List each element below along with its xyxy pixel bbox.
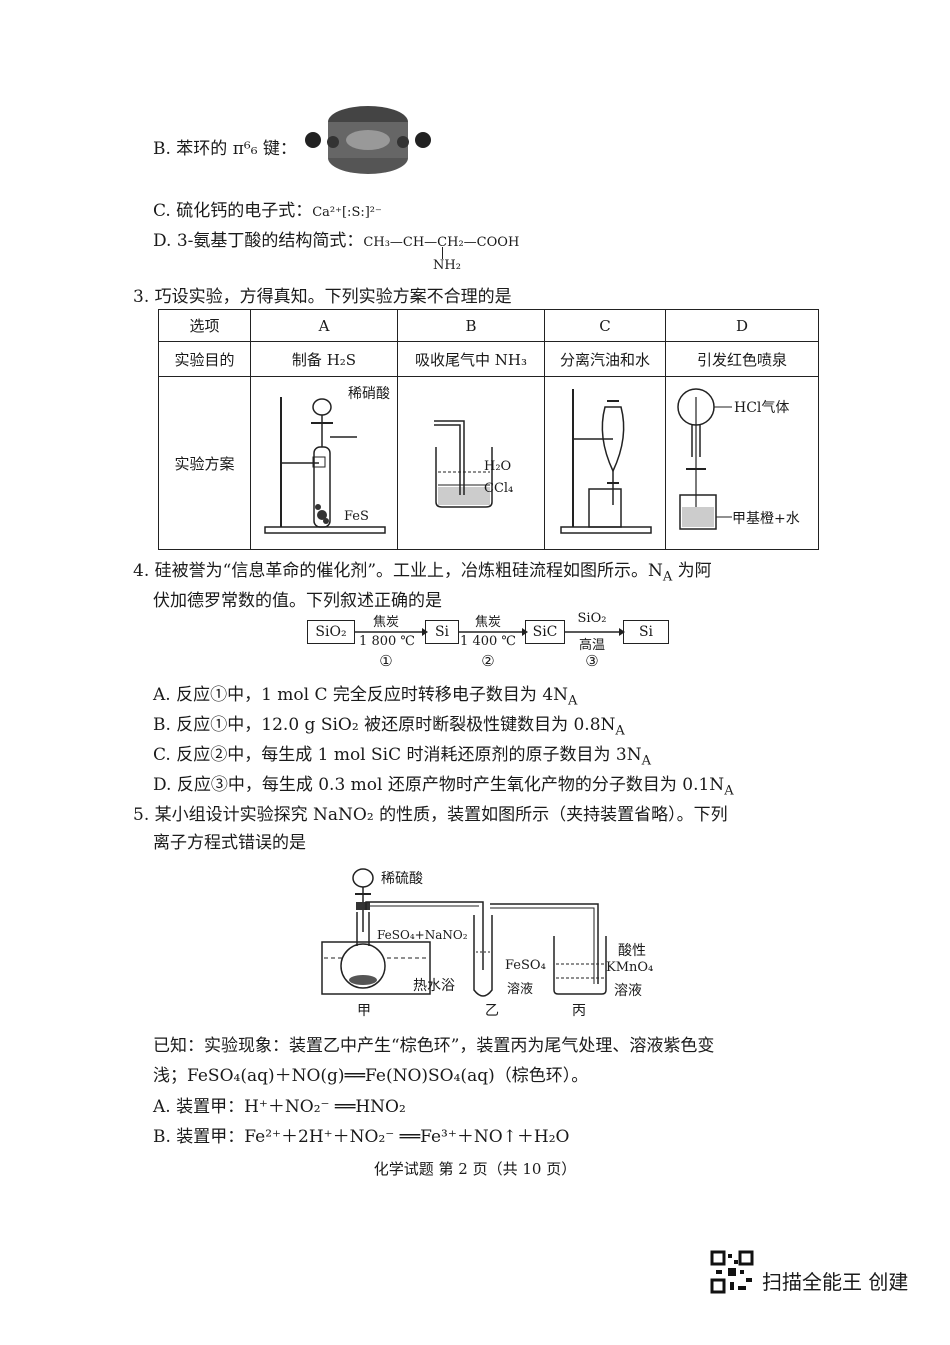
flow-num-1: ①	[379, 652, 393, 670]
flow-top-1: 焦炭	[372, 615, 399, 630]
label-ccl4: CCl₄	[484, 481, 514, 496]
flow-bottom-1: 1 800 ℃	[359, 634, 415, 649]
q4-option-b: B. 反应①中，12.0 g SiO₂ 被还原时断裂极性键数目为 0.8NA	[153, 715, 625, 739]
q3-header-a: A	[250, 309, 398, 342]
q4-option-a: A. 反应①中，1 mol C 完全反应时转移电子数目为 4NA	[153, 685, 578, 709]
q5-stem-line1: 5. 某小组设计实验探究 NaNO₂ 的性质，装置如图所示（夹持装置省略）。下列	[133, 805, 728, 825]
page-footer: 化学试题 第 2 页（共 10 页）	[373, 1160, 577, 1178]
q3-header-c: C	[544, 309, 666, 342]
label-hcl-gas: HCl气体	[734, 400, 790, 416]
q3-header-d: D	[665, 309, 819, 342]
apparatus-c-diagram	[560, 389, 652, 534]
q5-known-line2: 浅；FeSO₄(aq)＋NO(g)══Fe(NO)SO₄(aq)（棕色环）。	[153, 1066, 589, 1086]
q3-scheme-b: H₂O CCl₄	[397, 376, 545, 550]
q3-table: 选项 A B C D 实验目的 制备 H₂S 吸收尾气中 NH₃ 分离汽油和水 …	[158, 309, 819, 550]
label-jia: 甲	[357, 1003, 371, 1019]
label-kmno4: KMnO₄	[606, 960, 654, 975]
q3-stem: 3. 巧设实验，方得真知。下列实验方案不合理的是	[133, 287, 512, 307]
flow-num-3: ③	[585, 652, 599, 670]
q3-purpose-a: 制备 H₂S	[250, 341, 398, 377]
q3-purpose-c: 分离汽油和水	[544, 341, 666, 377]
flow-top-2: 焦炭	[474, 615, 501, 630]
qr-code-icon	[710, 1250, 754, 1294]
label-solution-beaker: 溶液	[614, 983, 642, 999]
scanner-brand-text: 扫描全能王 创建	[762, 1270, 909, 1294]
label-acidic: 酸性	[618, 943, 646, 959]
label-methyl-orange-water: 甲基橙+水	[732, 511, 800, 527]
apparatus-d-diagram	[677, 388, 732, 530]
flow-bottom-3: 高温	[578, 638, 605, 653]
q2-option-d: D. 3-氨基丁酸的结构简式：CH₃—CH—CH₂—COOH	[153, 231, 520, 251]
q3-header-option: 选项	[158, 309, 251, 342]
q3-scheme-c	[544, 376, 666, 550]
label-hot-water-bath: 热水浴	[413, 978, 455, 994]
flow-box-sic: SiC	[525, 620, 565, 644]
label-dilute-sulfuric-acid: 稀硫酸	[381, 871, 423, 887]
flow-bottom-2: 1 400 ℃	[460, 634, 516, 649]
q2-option-c: C. 硫化钙的电子式：Ca²⁺[:S:]²⁻	[153, 201, 382, 221]
label-feso4-nano2: FeSO₄+NaNO₂	[377, 928, 468, 942]
label-yi: 乙	[485, 1003, 499, 1019]
flow-num-2: ②	[481, 652, 495, 670]
label-dilute-nitric-acid: 稀硝酸	[348, 386, 390, 402]
label-solution-tube: 溶液	[507, 982, 534, 997]
q5-known-line1: 已知：实验现象：装置乙中产生“棕色环”，装置丙为尾气处理、溶液紫色变	[153, 1036, 715, 1056]
q3-scheme-d: HCl气体 甲基橙+水	[665, 376, 819, 550]
q2-d-substituent: NH₂	[433, 258, 461, 273]
q3-scheme-label: 实验方案	[158, 376, 251, 550]
q5-stem-line2: 离子方程式错误的是	[153, 833, 306, 853]
label-feso4-tube: FeSO₄	[505, 958, 546, 973]
apparatus-a-diagram	[264, 397, 386, 534]
q3-scheme-a: 稀硝酸 FeS	[250, 376, 398, 550]
q3-header-b: B	[397, 309, 545, 342]
q2-option-b: B. 苯环的 π⁶₆ 键：	[153, 139, 297, 159]
benzene-pi-bond-image	[305, 106, 431, 174]
flow-arrows	[355, 628, 625, 636]
q5-option-a: A. 装置甲：H⁺＋NO₂⁻ ══HNO₂	[153, 1097, 406, 1117]
q3-purpose-d: 引发红色喷泉	[665, 341, 819, 377]
q5-apparatus-diagram	[321, 868, 607, 997]
q4-option-c: C. 反应②中，每生成 1 mol SiC 时消耗还原剂的原子数目为 3NA	[153, 745, 652, 769]
flow-box-sio2: SiO₂	[307, 620, 355, 644]
q5-option-b: B. 装置甲：Fe²⁺＋2H⁺＋NO₂⁻ ══Fe³⁺＋NO↑＋H₂O	[153, 1127, 570, 1147]
q3-purpose-b: 吸收尾气中 NH₃	[397, 341, 545, 377]
label-bing: 丙	[572, 1003, 586, 1019]
apparatus-b-diagram	[434, 420, 493, 508]
flow-top-3: SiO₂	[577, 611, 607, 626]
q4-option-d: D. 反应③中，每生成 0.3 mol 还原产物时产生氧化产物的分子数目为 0.…	[153, 775, 734, 799]
q4-stem-line2: 伏加德罗常数的值。下列叙述正确的是	[153, 591, 442, 611]
q4-stem-line1: 4. 硅被誉为“信息革命的催化剂”。工业上，冶炼粗硅流程如图所示。NA 为阿	[133, 561, 712, 585]
label-water: H₂O	[484, 459, 512, 474]
d-bond-line	[442, 247, 443, 259]
q3-purpose-label: 实验目的	[158, 341, 251, 377]
label-fes: FeS	[344, 509, 369, 524]
